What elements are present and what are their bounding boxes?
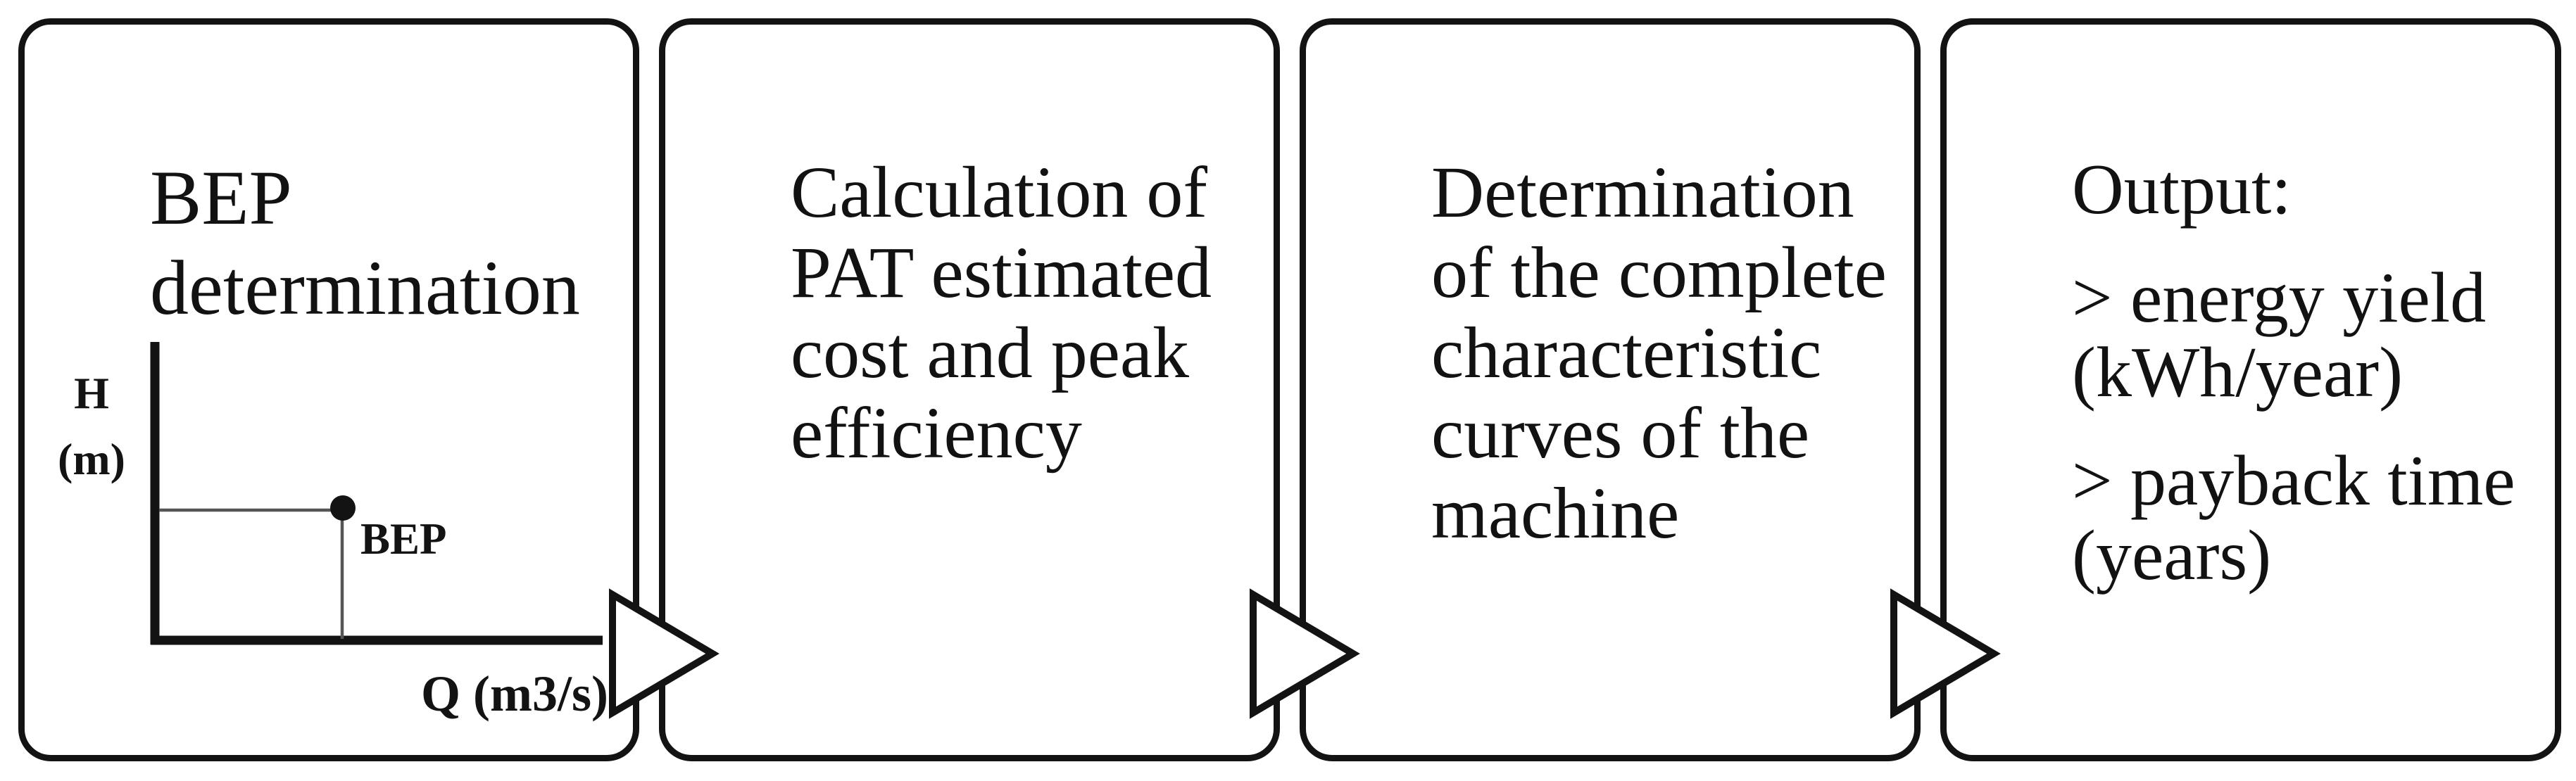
x-axis-label: Q (m3/s) bbox=[421, 666, 608, 722]
step-2-line: cost and peak bbox=[791, 312, 1190, 393]
step-4-text: Output: > energy yield (kWh/year) > payb… bbox=[2072, 153, 2534, 593]
y-axis-label-unit: (m) bbox=[58, 434, 125, 484]
step-box-characteristic-curves: Determination of the complete characteri… bbox=[1300, 18, 1921, 761]
y-axis-label-symbol: H bbox=[74, 368, 109, 418]
output-item-energy-yield: > energy yield (kWh/year) bbox=[2072, 261, 2534, 410]
step-1-line: determination bbox=[150, 245, 580, 331]
step-1-line: BEP bbox=[150, 155, 292, 241]
step-3-line: machine bbox=[1431, 473, 1680, 554]
step-3-title: Determination of the complete characteri… bbox=[1431, 153, 1893, 554]
step-3-line: curves of the bbox=[1431, 393, 1810, 474]
output-item-line: (years) bbox=[2072, 516, 2272, 595]
bep-point-label: BEP bbox=[360, 514, 447, 564]
step-2-title: Calculation of PAT estimated cost and pe… bbox=[791, 153, 1252, 474]
output-item-line: > payback time bbox=[2072, 441, 2515, 521]
output-heading: Output: bbox=[2072, 153, 2534, 227]
output-item-line: > energy yield bbox=[2072, 258, 2487, 338]
y-axis-label: H (m) bbox=[39, 360, 144, 493]
output-heading-line: Output: bbox=[2072, 150, 2292, 229]
step-2-line: Calculation of bbox=[791, 152, 1208, 233]
step-3-line: Determination bbox=[1431, 152, 1854, 233]
step-box-output: Output: > energy yield (kWh/year) > payb… bbox=[1940, 18, 2561, 761]
output-item-line: (kWh/year) bbox=[2072, 333, 2404, 412]
step-1-title: BEP determination bbox=[150, 153, 612, 333]
step-2-line: PAT estimated bbox=[791, 232, 1212, 313]
step-3-line: of the complete bbox=[1431, 232, 1887, 313]
step-2-line: efficiency bbox=[791, 393, 1082, 474]
step-3-line: characteristic bbox=[1431, 312, 1822, 393]
output-item-payback-time: > payback time (years) bbox=[2072, 444, 2534, 593]
step-box-pat-cost-efficiency: Calculation of PAT estimated cost and pe… bbox=[659, 18, 1280, 761]
